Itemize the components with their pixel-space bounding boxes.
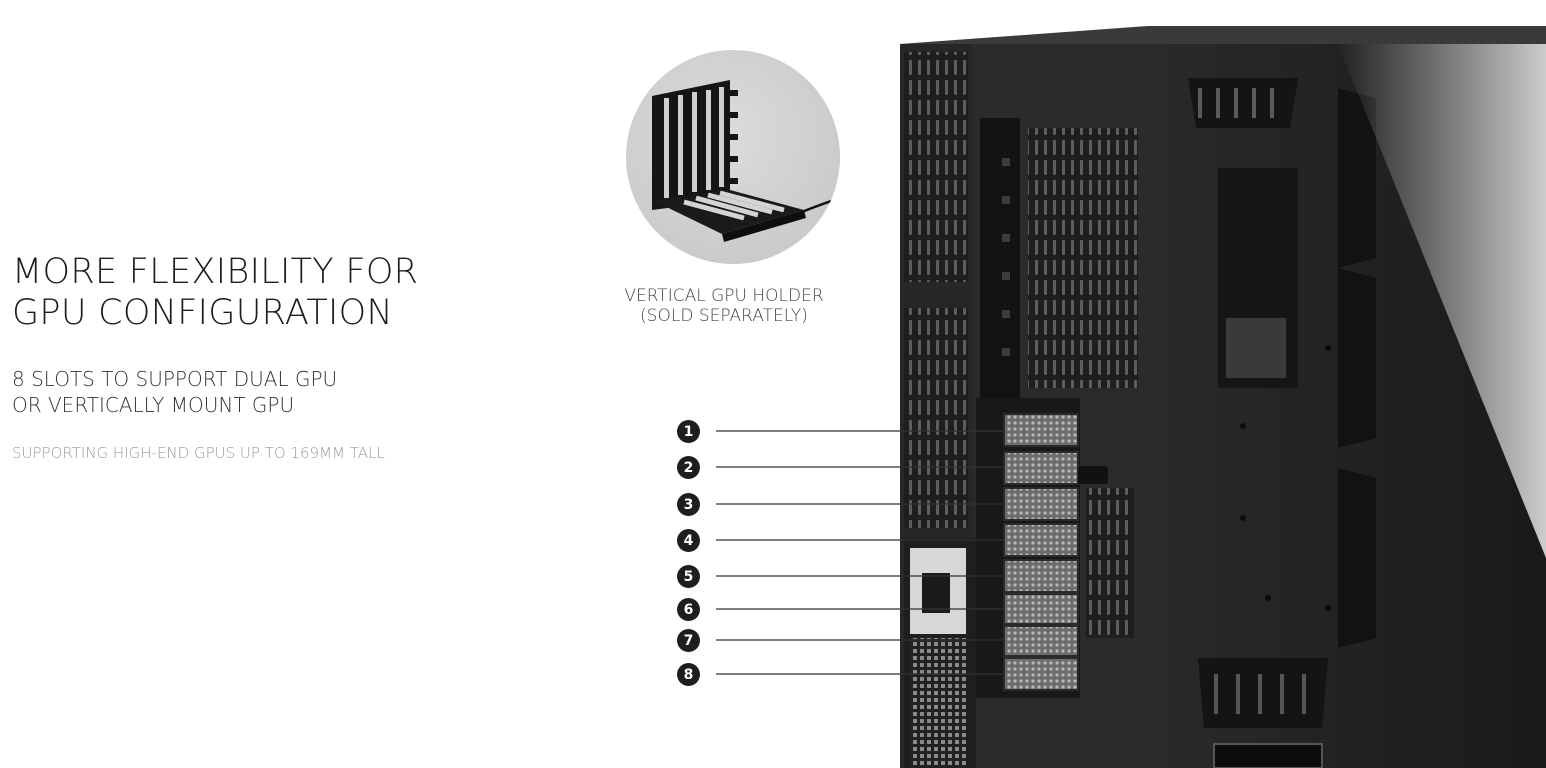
pc-case-illustration <box>900 26 1546 768</box>
headline-line-2: GPU CONFIGURATION <box>12 292 393 333</box>
slot-number-8: 8 <box>677 663 700 686</box>
slot-number-3: 3 <box>677 493 700 516</box>
headline-line-1: MORE FLEXIBILITY FOR <box>12 252 419 292</box>
pc-case-image <box>898 18 1546 768</box>
vertical-gpu-holder-caption: VERTICAL GPU HOLDER (SOLD SEPARATELY) <box>590 286 858 326</box>
holder-caption-line-2: (SOLD SEPARATELY) <box>640 306 808 327</box>
slot-number-4: 4 <box>677 529 700 552</box>
subheading-line-2: OR VERTICALLY MOUNT GPU <box>12 393 295 418</box>
subheading: 8 SLOTS TO SUPPORT DUAL GPU OR VERTICALL… <box>12 366 337 419</box>
slot-number-2: 2 <box>677 456 700 479</box>
support-note: SUPPORTING HIGH-END GPUS UP TO 169MM TAL… <box>12 444 385 462</box>
vertical-gpu-holder-icon <box>652 80 840 242</box>
slot-number-5: 5 <box>677 565 700 588</box>
holder-caption-line-1: VERTICAL GPU HOLDER <box>624 286 824 306</box>
vertical-gpu-holder-image <box>626 50 840 264</box>
slot-number-7: 7 <box>677 629 700 652</box>
headline: MORE FLEXIBILITY FOR GPU CONFIGURATION <box>12 252 418 334</box>
slot-number-6: 6 <box>677 598 700 621</box>
subheading-line-1: 8 SLOTS TO SUPPORT DUAL GPU <box>12 367 338 391</box>
slot-number-1: 1 <box>677 420 700 443</box>
